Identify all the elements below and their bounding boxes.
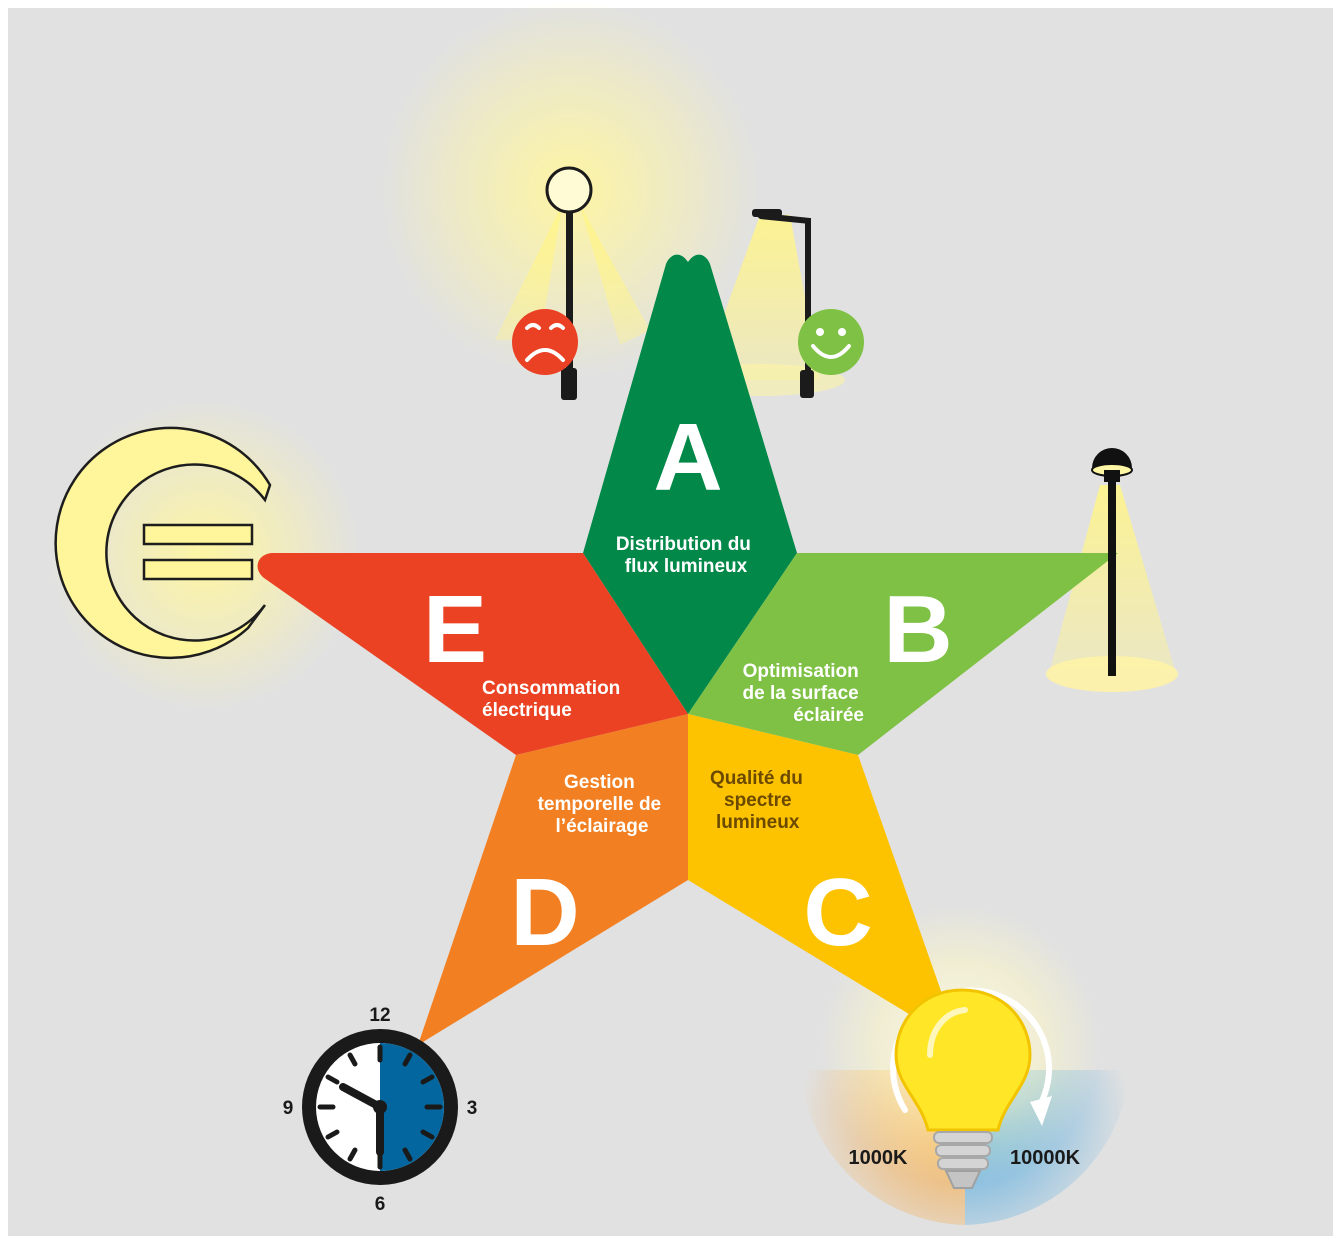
warm-temperature-label: 1000K [849, 1147, 908, 1169]
segment-a-label-line: flux lumineux [625, 556, 748, 577]
happy-face-icon [798, 309, 864, 375]
segment-b-letter: B [883, 576, 952, 683]
clock-number-3: 3 [467, 1098, 478, 1119]
euro-icon [54, 426, 272, 660]
segment-e-label-line: électrique [482, 700, 572, 721]
segment-d-label: Gestion temporelle de l’éclairage [538, 772, 667, 837]
segment-c-label: Qualité du spectre lumineux [710, 768, 808, 833]
post-streetlamp-icon [1091, 448, 1133, 676]
clock-number-6: 6 [375, 1194, 386, 1215]
segment-b-label-line: de la surface [743, 683, 859, 704]
segment-a-letter: A [653, 404, 722, 511]
segment-a-label-line: Distribution du [616, 534, 751, 555]
happy-face-disc [798, 309, 864, 375]
clock-shaded-face [380, 1043, 444, 1171]
segment-d-label-line: l’éclairage [556, 816, 649, 837]
globe-lamp-beam-right [580, 205, 650, 345]
clock-icon [302, 1029, 458, 1185]
segment-b [688, 553, 1118, 755]
segment-e-label-line: Consommation [482, 678, 620, 699]
segment-b-label-line: éclairée [793, 705, 864, 726]
segment-e-label: Consommation électrique [482, 678, 626, 721]
clock-number-9: 9 [283, 1098, 294, 1119]
globe-streetlamp-icon [545, 166, 593, 400]
segment-e [257, 553, 688, 755]
segment-c-label-line: spectre [724, 790, 792, 811]
segment-d-letter: D [510, 859, 579, 966]
segment-d [418, 714, 688, 1045]
sad-face-disc [512, 309, 578, 375]
bulb-glass [894, 988, 1032, 1132]
light-bulb-icon [894, 988, 1032, 1189]
segment-a-label: Distribution du flux lumineux [616, 534, 756, 577]
cool-temperature-label: 10000K [1010, 1147, 1081, 1169]
segment-d-label-line: temporelle de [538, 794, 662, 815]
segment-e-letter: E [423, 576, 487, 683]
segment-b-label-line: Optimisation [743, 661, 859, 682]
segment-d-label-line: Gestion [564, 772, 635, 793]
segment-c-label-line: Qualité du [710, 768, 803, 789]
segment-c [688, 714, 960, 1045]
segment-b-label: Optimisation de la surface éclairée [743, 661, 864, 726]
segment-c-label-line: lumineux [716, 812, 800, 833]
sad-face-icon [512, 309, 578, 375]
segment-c-letter: C [803, 859, 872, 966]
globe-lamp-beam-left [495, 205, 562, 340]
cobra-streetlamp-icon [752, 209, 814, 398]
segment-a [583, 254, 797, 715]
clock-number-12: 12 [369, 1005, 390, 1026]
